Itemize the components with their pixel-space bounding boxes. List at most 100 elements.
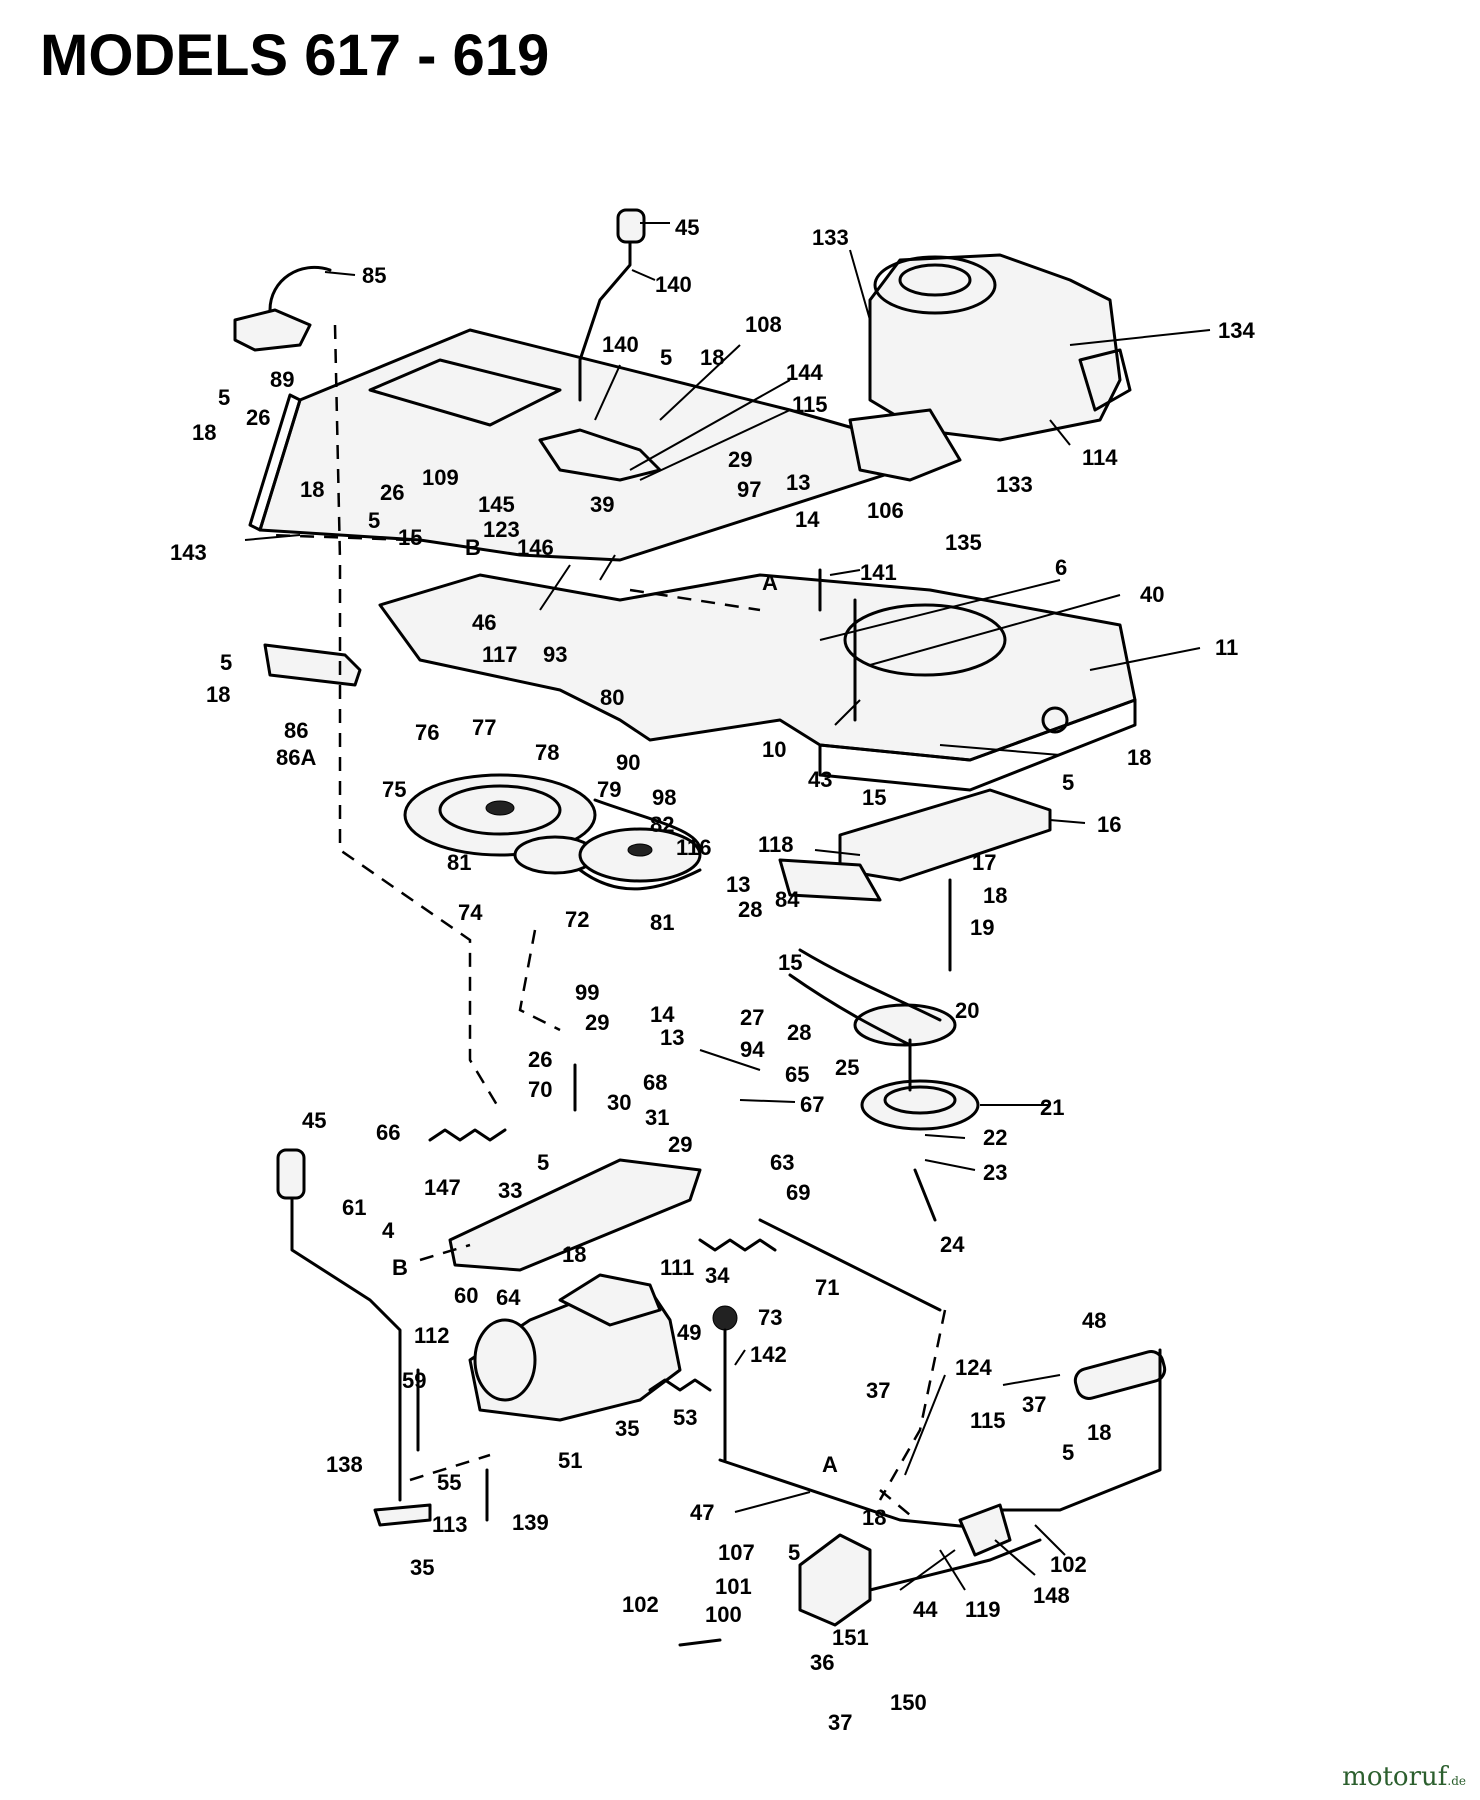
callout-15: 15 (398, 525, 422, 550)
brake-rod-44 (868, 1538, 1042, 1592)
hood-side (248, 393, 302, 532)
callout-81: 81 (650, 910, 674, 935)
callout-55: 55 (437, 1470, 461, 1495)
callout-19: 19 (970, 915, 994, 940)
callout-29: 29 (728, 447, 752, 472)
callout-69: 69 (786, 1180, 810, 1205)
callout-140: 140 (602, 332, 639, 357)
frame-side (818, 698, 1137, 792)
callout-108: 108 (745, 312, 782, 337)
callout-68: 68 (643, 1070, 667, 1095)
spring-66 (428, 1128, 507, 1142)
callout-labels: 45 140 85 133 134 140 108 5 18 144 115 1… (170, 215, 1255, 1735)
callout-34: 34 (705, 1263, 730, 1288)
callout-10: 10 (762, 737, 786, 762)
callout-90: 90 (616, 750, 640, 775)
callout-67: 67 (800, 1092, 824, 1117)
cable-71 (758, 1218, 942, 1312)
lever-rod-45 (290, 1198, 402, 1502)
callout-27: 27 (740, 1005, 764, 1030)
callout-64: 64 (496, 1285, 521, 1310)
steering-column (578, 223, 632, 402)
callout-85: 85 (362, 263, 386, 288)
callout-30: 30 (607, 1090, 631, 1115)
spring-34 (698, 1238, 777, 1252)
lever-knob-45 (276, 1148, 306, 1200)
callout-A: A (822, 1452, 838, 1477)
watermark-suffix: .de (1447, 1774, 1466, 1788)
callout-102: 102 (622, 1592, 659, 1617)
callout-139: 139 (512, 1510, 549, 1535)
callout-18: 18 (562, 1242, 586, 1267)
callout-35: 35 (615, 1416, 639, 1441)
callout-28: 28 (787, 1020, 811, 1045)
callout-73: 73 (758, 1305, 782, 1330)
callout-46: 46 (472, 610, 496, 635)
callout-53: 53 (673, 1405, 697, 1430)
callout-37: 37 (828, 1710, 852, 1735)
watermark-name: motoruf (1342, 1762, 1448, 1792)
callout-111: 111 (660, 1255, 694, 1280)
callout-15: 15 (862, 785, 886, 810)
callout-18: 18 (206, 682, 230, 707)
callout-18: 18 (862, 1505, 886, 1530)
callout-70: 70 (528, 1077, 552, 1102)
callout-97: 97 (737, 477, 761, 502)
frame-boss (1041, 706, 1069, 734)
callout-5: 5 (220, 650, 232, 675)
callout-106: 106 (867, 498, 904, 523)
callout-138: 138 (326, 1452, 363, 1477)
callout-98: 98 (652, 785, 676, 810)
callout-133: 133 (812, 225, 849, 250)
callout-61: 61 (342, 1195, 366, 1220)
callout-18: 18 (1087, 1420, 1111, 1445)
watermark-logo: motoruf.de (1342, 1762, 1466, 1792)
callout-5: 5 (537, 1150, 549, 1175)
callout-5: 5 (1062, 1440, 1074, 1465)
callout-45: 45 (302, 1108, 326, 1133)
callout-24: 24 (940, 1232, 965, 1257)
callout-143: 143 (170, 540, 207, 565)
callout-117: 117 (482, 642, 518, 667)
callout-11: 11 (1215, 635, 1238, 660)
pedal-arm (998, 1348, 1162, 1512)
callout-99: 99 (575, 980, 599, 1005)
callout-147: 147 (424, 1175, 461, 1200)
callout-33: 33 (498, 1178, 522, 1203)
callout-5: 5 (660, 345, 672, 370)
callout-40: 40 (1140, 582, 1164, 607)
callout-133: 133 (996, 472, 1033, 497)
cable-124 (878, 1309, 947, 1501)
callout-49: 49 (677, 1320, 701, 1345)
drive-belt-lower (578, 868, 702, 891)
callout-26: 26 (528, 1047, 552, 1072)
callout-25: 25 (835, 1055, 859, 1080)
callout-123: 123 (483, 517, 520, 542)
assembly-line-rear (879, 1489, 911, 1516)
callout-28: 28 (738, 897, 762, 922)
brake-assembly (798, 1533, 872, 1627)
callout-17: 17 (972, 850, 996, 875)
callout-35: 35 (410, 1555, 434, 1580)
transmission-top (558, 1273, 662, 1327)
callout-22: 22 (983, 1125, 1007, 1150)
callout-5: 5 (368, 508, 380, 533)
callout-86: 86 (284, 718, 308, 743)
engine-mount-hole (843, 603, 1007, 677)
callout-63: 63 (770, 1150, 794, 1175)
callout-94: 94 (740, 1037, 765, 1062)
callout-144: 144 (786, 360, 823, 385)
callout-142: 142 (750, 1342, 787, 1367)
spring-53 (648, 1378, 712, 1392)
callout-13: 13 (660, 1025, 684, 1050)
callout-114: 114 (1082, 445, 1118, 470)
callout-93: 93 (543, 642, 567, 667)
callout-6: 6 (1055, 555, 1067, 580)
pulley-82-hub (627, 843, 653, 857)
callout-20: 20 (955, 998, 979, 1023)
pulley-75-hub (485, 800, 515, 816)
drive-belt-upper (593, 798, 702, 852)
seat-cable (268, 265, 332, 312)
callout-5: 5 (218, 385, 230, 410)
pulley-21-inner (883, 1085, 957, 1115)
